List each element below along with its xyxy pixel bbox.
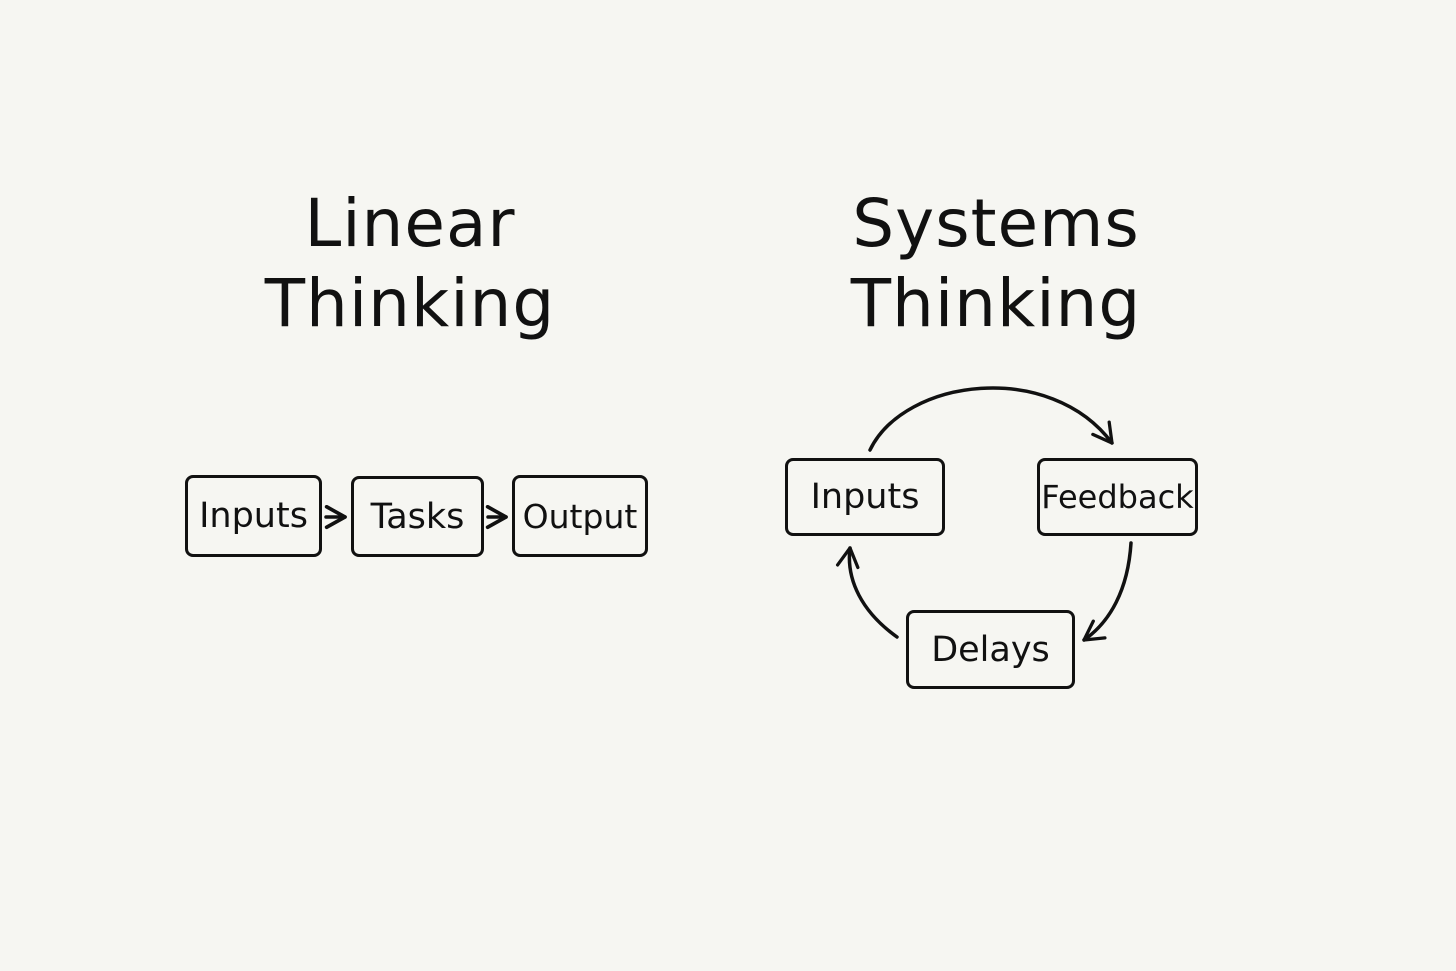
systems-node-feedback: Feedback — [1037, 458, 1198, 536]
arrow-delays-to-inputs — [835, 546, 899, 639]
linear-node-output: Output — [512, 475, 648, 557]
systems-title-line2: Thinking — [850, 265, 1142, 342]
systems-node-delays-label: Delays — [931, 629, 1050, 670]
systems-thinking-title: Systems Thinking — [796, 184, 1196, 344]
systems-node-inputs: Inputs — [785, 458, 945, 536]
linear-title-line1: Linear — [304, 185, 516, 262]
arrow-feedback-to-delays — [1082, 541, 1133, 642]
linear-node-inputs-label: Inputs — [199, 496, 308, 536]
systems-node-feedback-label: Feedback — [1041, 478, 1194, 516]
linear-title-line2: Thinking — [264, 265, 556, 342]
arrow-inputs-to-feedback — [868, 386, 1114, 452]
linear-node-output-label: Output — [522, 496, 638, 536]
systems-node-delays: Delays — [906, 610, 1075, 689]
linear-node-tasks-label: Tasks — [370, 496, 465, 537]
systems-title-line1: Systems — [852, 185, 1140, 262]
systems-node-inputs-label: Inputs — [810, 477, 920, 517]
linear-thinking-title: Linear Thinking — [210, 184, 610, 344]
linear-node-tasks: Tasks — [351, 476, 484, 557]
linear-node-inputs: Inputs — [185, 475, 322, 557]
